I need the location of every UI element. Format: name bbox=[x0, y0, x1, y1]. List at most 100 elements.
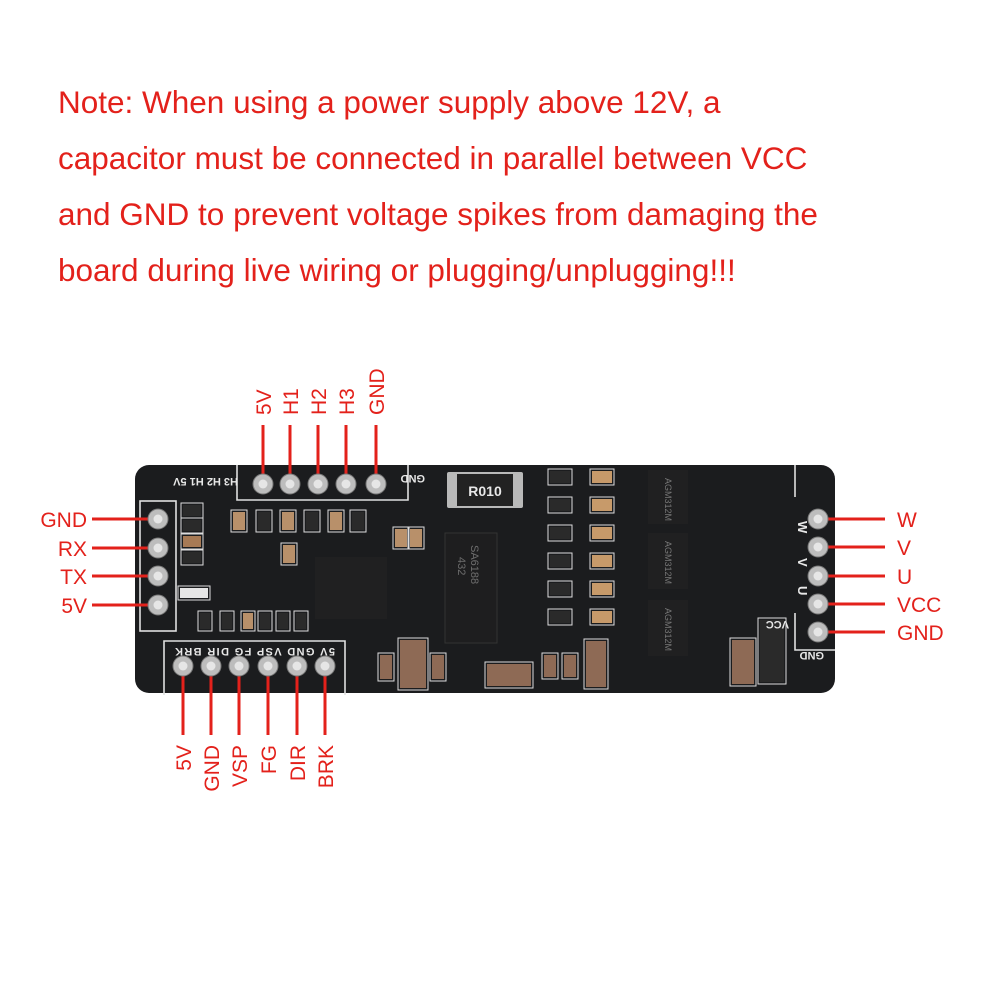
right-pin-w bbox=[807, 508, 829, 530]
controller-chip bbox=[315, 557, 387, 619]
smd-component bbox=[180, 533, 204, 550]
smd-component bbox=[589, 552, 615, 570]
right-pin-v bbox=[807, 536, 829, 558]
smd-component bbox=[219, 610, 235, 632]
label-top-h1: H1 bbox=[280, 388, 303, 415]
label-right-gnd: GND bbox=[897, 622, 944, 645]
note-line: board during live wiring or plugging/unp… bbox=[58, 252, 736, 288]
right-pin-vcc bbox=[807, 593, 829, 615]
smd-component bbox=[541, 652, 559, 680]
silk-hall-header: H3 H2 H1 5V bbox=[173, 475, 238, 487]
smd-component bbox=[547, 552, 573, 570]
note-line: capacitor must be connected in parallel … bbox=[58, 140, 808, 176]
svg-text:AGM312M: AGM312M bbox=[663, 608, 673, 651]
driver-chip: SA6188 432 bbox=[444, 532, 498, 644]
mosfet-2: AGM312M bbox=[648, 533, 688, 589]
smd-component bbox=[484, 661, 534, 689]
smd-component bbox=[293, 610, 309, 632]
label-right-w: W bbox=[897, 509, 917, 532]
smd-component bbox=[392, 526, 410, 550]
smd-component bbox=[547, 468, 573, 486]
smd-component bbox=[177, 585, 211, 601]
mosfet-3: AGM312M bbox=[648, 600, 688, 656]
label-bottom-vsp: VSP bbox=[229, 745, 252, 787]
mosfet-1: AGM312M bbox=[648, 470, 688, 524]
label-right-v: V bbox=[897, 537, 911, 560]
smd-component bbox=[561, 652, 579, 680]
label-right-u: U bbox=[897, 566, 912, 589]
bottom-pin-fg bbox=[257, 655, 279, 677]
smd-component bbox=[589, 608, 615, 626]
label-bottom-gnd: GND bbox=[201, 745, 224, 792]
left-labels: GND RX TX 5V bbox=[40, 509, 87, 618]
pin-leaders bbox=[92, 425, 885, 735]
smd-component bbox=[589, 496, 615, 514]
smd-component bbox=[180, 517, 204, 534]
bottom-pin-dir bbox=[286, 655, 308, 677]
smd-component bbox=[279, 509, 297, 533]
left-pin-gnd bbox=[147, 508, 169, 530]
silk-hall-gnd: GND bbox=[401, 472, 426, 484]
pin-pads bbox=[147, 473, 829, 677]
smd-component bbox=[547, 608, 573, 626]
label-top-h2: H2 bbox=[308, 388, 331, 415]
label-bottom-5v: 5V bbox=[173, 745, 196, 771]
smd-component bbox=[349, 509, 367, 533]
smd-component bbox=[547, 580, 573, 598]
smd-component bbox=[230, 509, 248, 533]
label-top-h3: H3 bbox=[336, 388, 359, 415]
label-left-tx: TX bbox=[60, 566, 87, 589]
bottom-pin-brk bbox=[314, 655, 336, 677]
top-pin-h2 bbox=[307, 473, 329, 495]
smd-component bbox=[180, 502, 204, 519]
left-pin-tx bbox=[147, 565, 169, 587]
label-bottom-brk: BRK bbox=[315, 745, 338, 788]
warning-note: Note: When using a power supply above 12… bbox=[58, 74, 958, 298]
smd-component bbox=[327, 509, 345, 533]
smd-component bbox=[255, 509, 273, 533]
label-left-5v: 5V bbox=[61, 595, 87, 618]
smd-component bbox=[547, 524, 573, 542]
smd-component bbox=[240, 610, 256, 632]
smd-component bbox=[377, 652, 395, 682]
smd-component bbox=[275, 610, 291, 632]
bottom-pin-vsp bbox=[228, 655, 250, 677]
smd-component bbox=[729, 637, 757, 687]
svg-text:SA6188: SA6188 bbox=[468, 545, 480, 584]
top-pin-h1 bbox=[279, 473, 301, 495]
silk-u: U bbox=[795, 586, 810, 595]
left-pin-5v bbox=[147, 594, 169, 616]
smd-component bbox=[429, 652, 447, 682]
silk-w: W bbox=[795, 521, 810, 534]
top-labels: 5V H1 H2 H3 GND bbox=[253, 368, 389, 415]
smd-component bbox=[280, 542, 298, 566]
top-pin-h3 bbox=[335, 473, 357, 495]
svg-text:R010: R010 bbox=[468, 483, 502, 499]
smd-component bbox=[197, 610, 213, 632]
smd-component bbox=[180, 549, 204, 566]
right-pin-gnd bbox=[807, 621, 829, 643]
label-left-gnd: GND bbox=[40, 509, 87, 532]
label-right-vcc: VCC bbox=[897, 594, 941, 617]
smd-component bbox=[757, 617, 787, 685]
label-left-rx: RX bbox=[58, 538, 87, 561]
shunt-resistor: R010 bbox=[447, 472, 523, 508]
svg-text:AGM312M: AGM312M bbox=[663, 478, 673, 521]
bottom-pin-5v bbox=[172, 655, 194, 677]
smd-component bbox=[407, 526, 425, 550]
left-pin-rx bbox=[147, 537, 169, 559]
right-labels: W V U VCC GND bbox=[897, 509, 944, 645]
bottom-pin-gnd bbox=[200, 655, 222, 677]
label-top-5v: 5V bbox=[253, 389, 276, 415]
smd-component bbox=[589, 524, 615, 542]
silkscreen-outlines bbox=[139, 465, 835, 695]
right-pin-u bbox=[807, 565, 829, 587]
label-top-gnd: GND bbox=[366, 368, 389, 415]
smd-component bbox=[303, 509, 321, 533]
smd-component bbox=[257, 610, 273, 632]
note-line: and GND to prevent voltage spikes from d… bbox=[58, 196, 818, 232]
top-pin-gnd bbox=[365, 473, 387, 495]
label-bottom-dir: DIR bbox=[287, 745, 310, 781]
smd-component bbox=[547, 496, 573, 514]
svg-text:AGM312M: AGM312M bbox=[663, 541, 673, 584]
